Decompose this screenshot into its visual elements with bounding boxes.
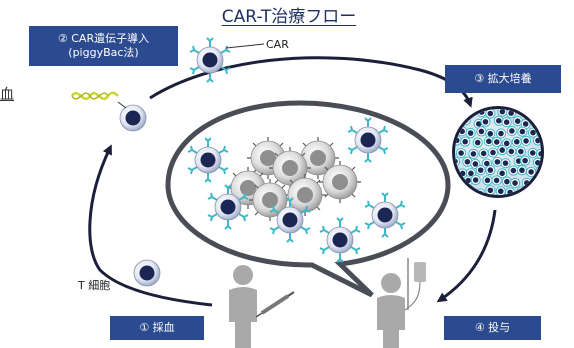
dish-cell-nucleus <box>509 128 515 134</box>
step2-sublabel: (piggyBac法) <box>68 46 139 59</box>
dish-cell-nucleus <box>538 151 541 157</box>
dish-cell-nucleus <box>508 148 515 155</box>
syringe-icon <box>255 291 295 318</box>
t-cell-bottom <box>133 259 161 287</box>
step4-administration-box: ④ 投与 <box>444 316 541 340</box>
dish-cell-nucleus <box>487 167 494 173</box>
dish-cell-nucleus <box>475 121 482 127</box>
dish-cell-nucleus <box>523 138 529 144</box>
dish-cell-nucleus <box>502 160 509 166</box>
dish-cell-nucleus <box>539 109 541 114</box>
dish-cell-nucleus <box>510 167 517 174</box>
dish-cell-nucleus <box>486 138 492 145</box>
dish-cell-nucleus <box>499 147 506 153</box>
dish-cell-nucleus <box>497 188 504 195</box>
dish-cell-nucleus <box>499 170 505 177</box>
iv-drip-icon <box>404 258 426 311</box>
dish-cell-nucleus <box>508 110 514 116</box>
patient-blood-draw-icon <box>229 265 257 348</box>
dish-cell-nucleus <box>459 109 465 116</box>
dish-cell-nucleus <box>503 140 510 147</box>
dish-cell-nucleus <box>460 189 466 195</box>
t-cell-left <box>119 104 147 132</box>
dish-cell-nucleus <box>515 158 522 164</box>
dish-cell <box>527 188 538 195</box>
car-pointer-line <box>225 43 265 49</box>
dish-cell-nucleus <box>493 177 500 184</box>
dish-cell-nucleus <box>464 158 471 165</box>
dish-cell-nucleus <box>480 150 487 157</box>
step2-label: ② CAR遺伝子導入 <box>57 32 150 46</box>
step1-label: ① 採血 <box>139 321 175 335</box>
dish-cell-nucleus <box>503 119 510 126</box>
t-cell-label: T 細胞 <box>78 279 111 292</box>
dish-cell-nucleus <box>496 117 502 124</box>
dish-cell <box>537 186 541 195</box>
dish-cell <box>455 116 463 128</box>
step3-expansion-box: ③ 拡大培養 <box>445 65 561 93</box>
dish-cell-nucleus <box>482 118 489 125</box>
dish-cell-nucleus <box>458 150 464 156</box>
step1-blood-draw-box: ① 採血 <box>110 316 204 340</box>
patient-infusion-icon <box>377 273 405 348</box>
dish-cell-nucleus <box>472 177 479 183</box>
dish-cell-nucleus <box>493 139 500 145</box>
dish-cell-nucleus <box>522 121 529 127</box>
dish-cell-nucleus <box>512 180 518 186</box>
dish-cell-nucleus <box>519 167 525 174</box>
cut-off-text: 血 <box>0 87 14 103</box>
dish-cell <box>455 176 462 187</box>
dish-cell-nucleus <box>468 170 474 177</box>
dish-cell <box>526 109 538 117</box>
dish-cell-nucleus <box>467 130 474 136</box>
dish-cell-nucleus <box>498 130 504 137</box>
dish-cell-nucleus <box>484 160 490 167</box>
dish-cell <box>456 109 468 118</box>
dish-cell-nucleus <box>518 148 524 155</box>
step2-gene-transfer-box: ② CAR遺伝子導入 (piggyBac法) <box>29 26 178 66</box>
dna-pointer-line <box>117 101 127 109</box>
dish-cell-nucleus <box>472 161 479 167</box>
culture-dish <box>452 106 544 198</box>
dish-cell-nucleus <box>487 110 494 117</box>
dish-cell-nucleus <box>522 157 528 164</box>
dish-cell-nucleus <box>462 138 468 145</box>
dish-cell-nucleus <box>499 109 506 115</box>
dish-cell-nucleus <box>487 130 494 137</box>
dish-cell-nucleus <box>455 119 461 125</box>
dish-cell-nucleus <box>474 139 481 146</box>
dish-cell-nucleus <box>504 178 510 185</box>
dish-cell-nucleus <box>528 169 534 175</box>
dish-cell <box>535 148 541 159</box>
dish-cell-nucleus <box>530 129 536 136</box>
dish-cell-nucleus <box>535 159 541 166</box>
dish-cell-nucleus <box>478 128 485 135</box>
dish-cell-nucleus <box>514 118 521 124</box>
car-label: CAR <box>266 38 289 51</box>
dish-cell-nucleus <box>539 188 541 195</box>
dish-cell-nucleus <box>533 180 540 187</box>
step3-label: ③ 拡大培養 <box>474 72 532 86</box>
dna-icon <box>70 91 119 101</box>
dish-cell-nucleus <box>477 167 484 173</box>
dish-cell-nucleus <box>533 118 540 124</box>
dish-cell-nucleus <box>529 109 535 114</box>
dish-cell <box>537 109 541 116</box>
dish-cell-nucleus <box>467 109 474 114</box>
dish-cell-nucleus <box>529 150 536 156</box>
dish-cell-nucleus <box>519 128 526 135</box>
dish-cell-nucleus <box>470 151 477 157</box>
dish-cell-nucleus <box>494 159 501 165</box>
dish-cell-nucleus <box>529 190 535 195</box>
step4-label: ④ 投与 <box>474 321 511 335</box>
dish-cell-nucleus <box>484 177 491 184</box>
dish-cell-nucleus <box>487 187 494 194</box>
dish-cell-nucleus <box>455 178 459 184</box>
dish-cell <box>457 187 468 195</box>
dish-cell-nucleus <box>514 138 520 145</box>
page-title: CAR-T治療フロー <box>221 7 357 27</box>
dish-cell-nucleus <box>490 149 496 156</box>
